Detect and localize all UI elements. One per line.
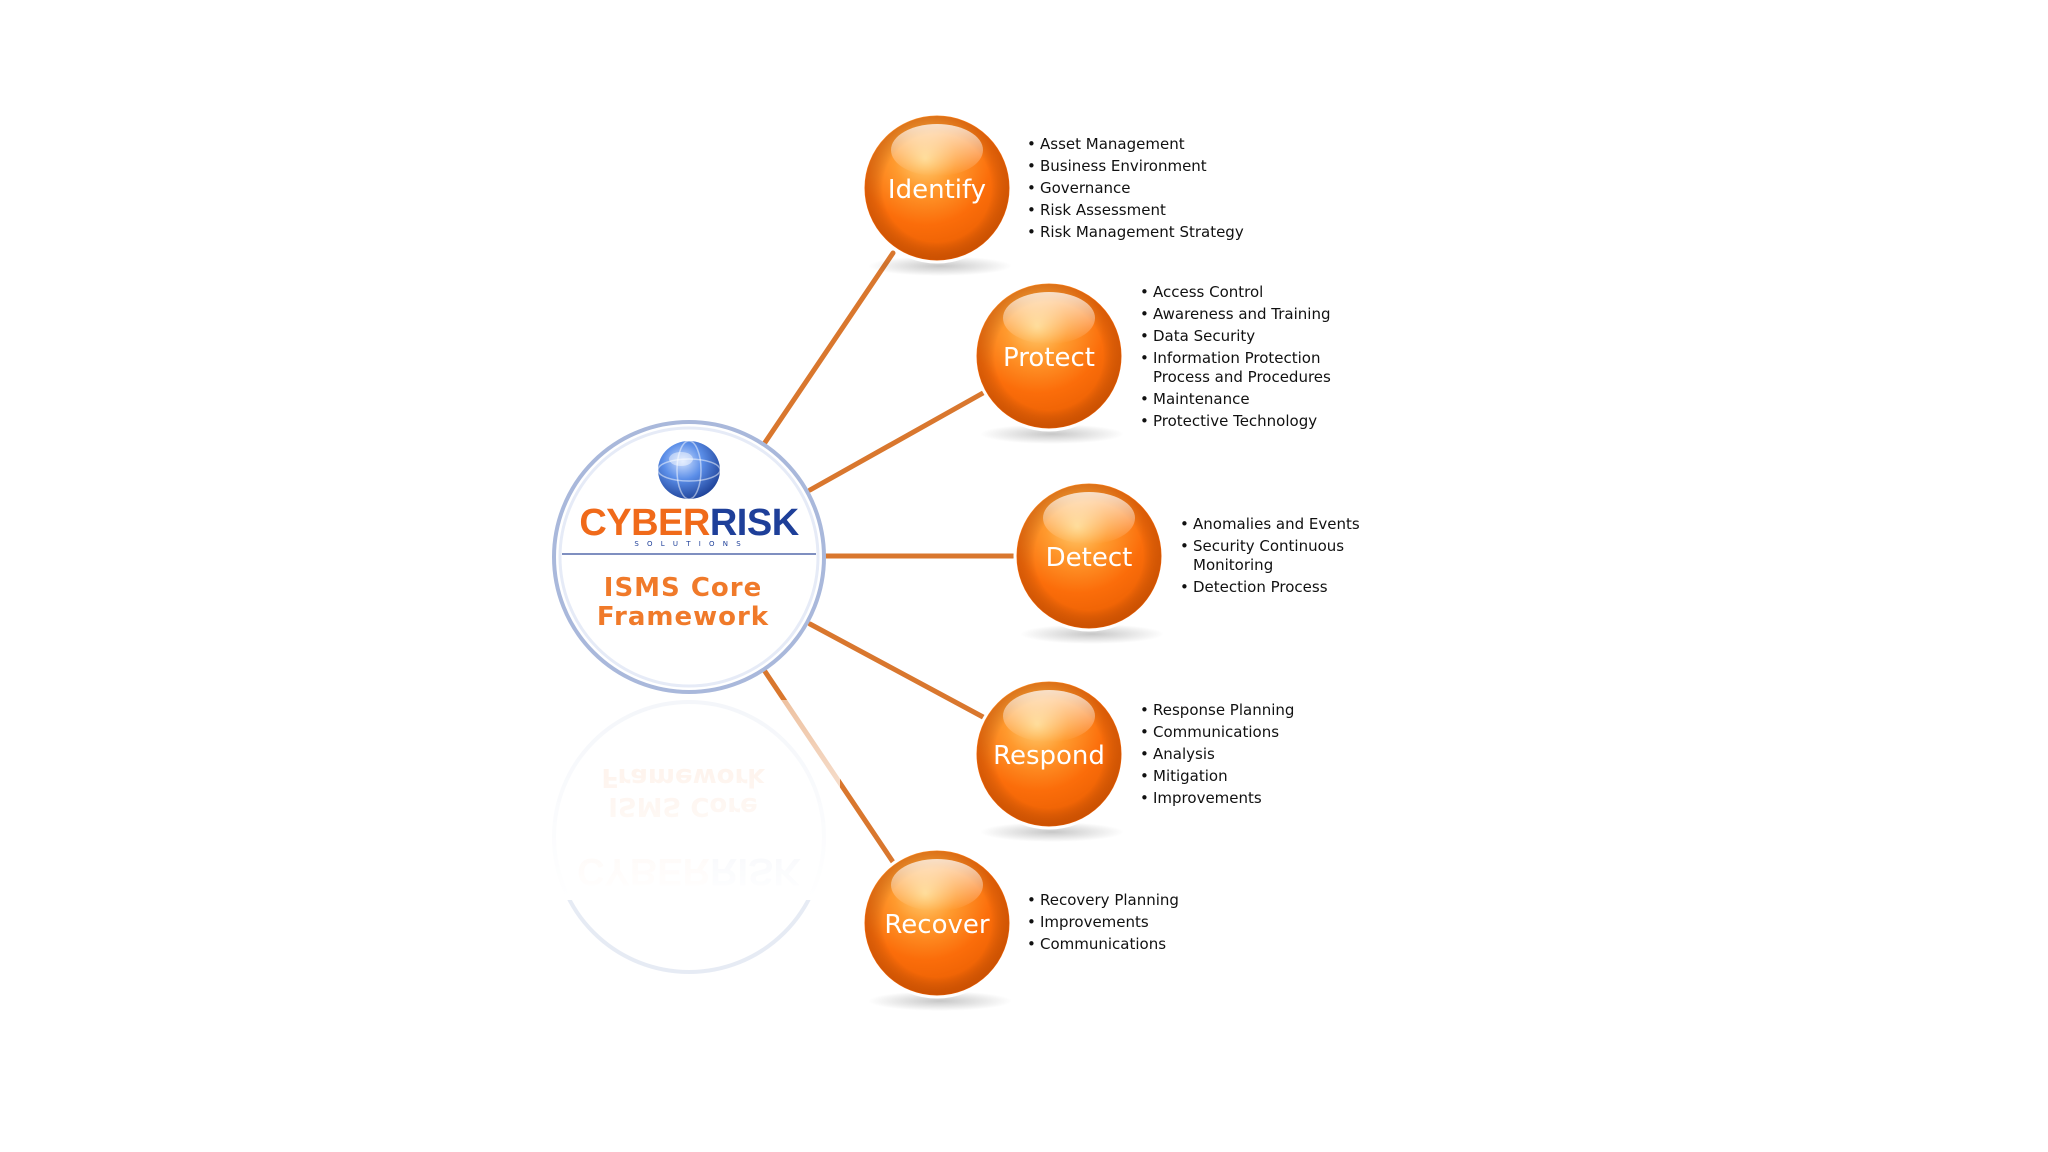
- globe-icon: [657, 440, 721, 500]
- node-label-identify: Identify: [888, 175, 986, 205]
- list-item: Response Planning: [1140, 701, 1294, 720]
- node-detect: Detect: [1013, 480, 1165, 644]
- reflection-fade: [540, 700, 840, 900]
- logo-brand-risk: RISK: [710, 502, 800, 544]
- list-item: Recovery Planning: [1027, 891, 1179, 910]
- node-label-protect: Protect: [1003, 343, 1095, 373]
- list-item: Anomalies and Events: [1180, 515, 1360, 534]
- list-item: Mitigation: [1140, 767, 1294, 786]
- node-respond: Respond: [973, 678, 1125, 842]
- list-item: Risk Management Strategy: [1027, 223, 1244, 242]
- list-item: Communications: [1140, 723, 1294, 742]
- connector-identify: [761, 250, 896, 447]
- list-item: Asset Management: [1027, 135, 1244, 154]
- respond-bullet-list: Response Planning Communications Analysi…: [1140, 701, 1294, 811]
- list-item: Communications: [1027, 935, 1179, 954]
- node-identify: Identify: [861, 112, 1013, 276]
- list-item: Maintenance: [1140, 390, 1331, 409]
- node-recover: Recover: [861, 847, 1013, 1011]
- node-label-detect: Detect: [1046, 543, 1133, 573]
- list-item: Security Continuous Monitoring: [1180, 537, 1360, 575]
- list-item: Awareness and Training: [1140, 305, 1331, 324]
- node-protect: Protect: [973, 280, 1125, 444]
- logo-title-line1: ISMS Core: [604, 573, 762, 603]
- protect-bullet-list: Access Control Awareness and Training Da…: [1140, 283, 1331, 434]
- node-label-respond: Respond: [993, 741, 1105, 771]
- central-logo: CYBERRISK S O L U T I O N S ISMS Core Fr…: [552, 420, 826, 694]
- identify-bullet-list: Asset Management Business Environment Go…: [1027, 135, 1244, 245]
- connector-respond: [807, 621, 986, 720]
- logo-brand-cyber: CYBER: [579, 502, 710, 544]
- detect-bullet-list: Anomalies and Events Security Continuous…: [1180, 515, 1360, 600]
- list-item: Business Environment: [1027, 157, 1244, 176]
- list-item: Information Protection Process and Proce…: [1140, 349, 1331, 387]
- node-label-recover: Recover: [884, 910, 989, 940]
- list-item: Risk Assessment: [1027, 201, 1244, 220]
- connector-protect: [807, 390, 986, 493]
- logo-tagline: S O L U T I O N S: [634, 540, 743, 548]
- list-item: Improvements: [1027, 913, 1179, 932]
- list-item: Analysis: [1140, 745, 1294, 764]
- recover-bullet-list: Recovery Planning Improvements Communica…: [1027, 891, 1179, 957]
- logo-title-line2: Framework: [597, 602, 769, 632]
- list-item: Access Control: [1140, 283, 1331, 302]
- list-item: Detection Process: [1180, 578, 1360, 597]
- list-item: Data Security: [1140, 327, 1331, 346]
- list-item: Improvements: [1140, 789, 1294, 808]
- list-item: Governance: [1027, 179, 1244, 198]
- list-item: Protective Technology: [1140, 412, 1331, 431]
- logo-brand-text: CYBERRISK: [579, 502, 799, 544]
